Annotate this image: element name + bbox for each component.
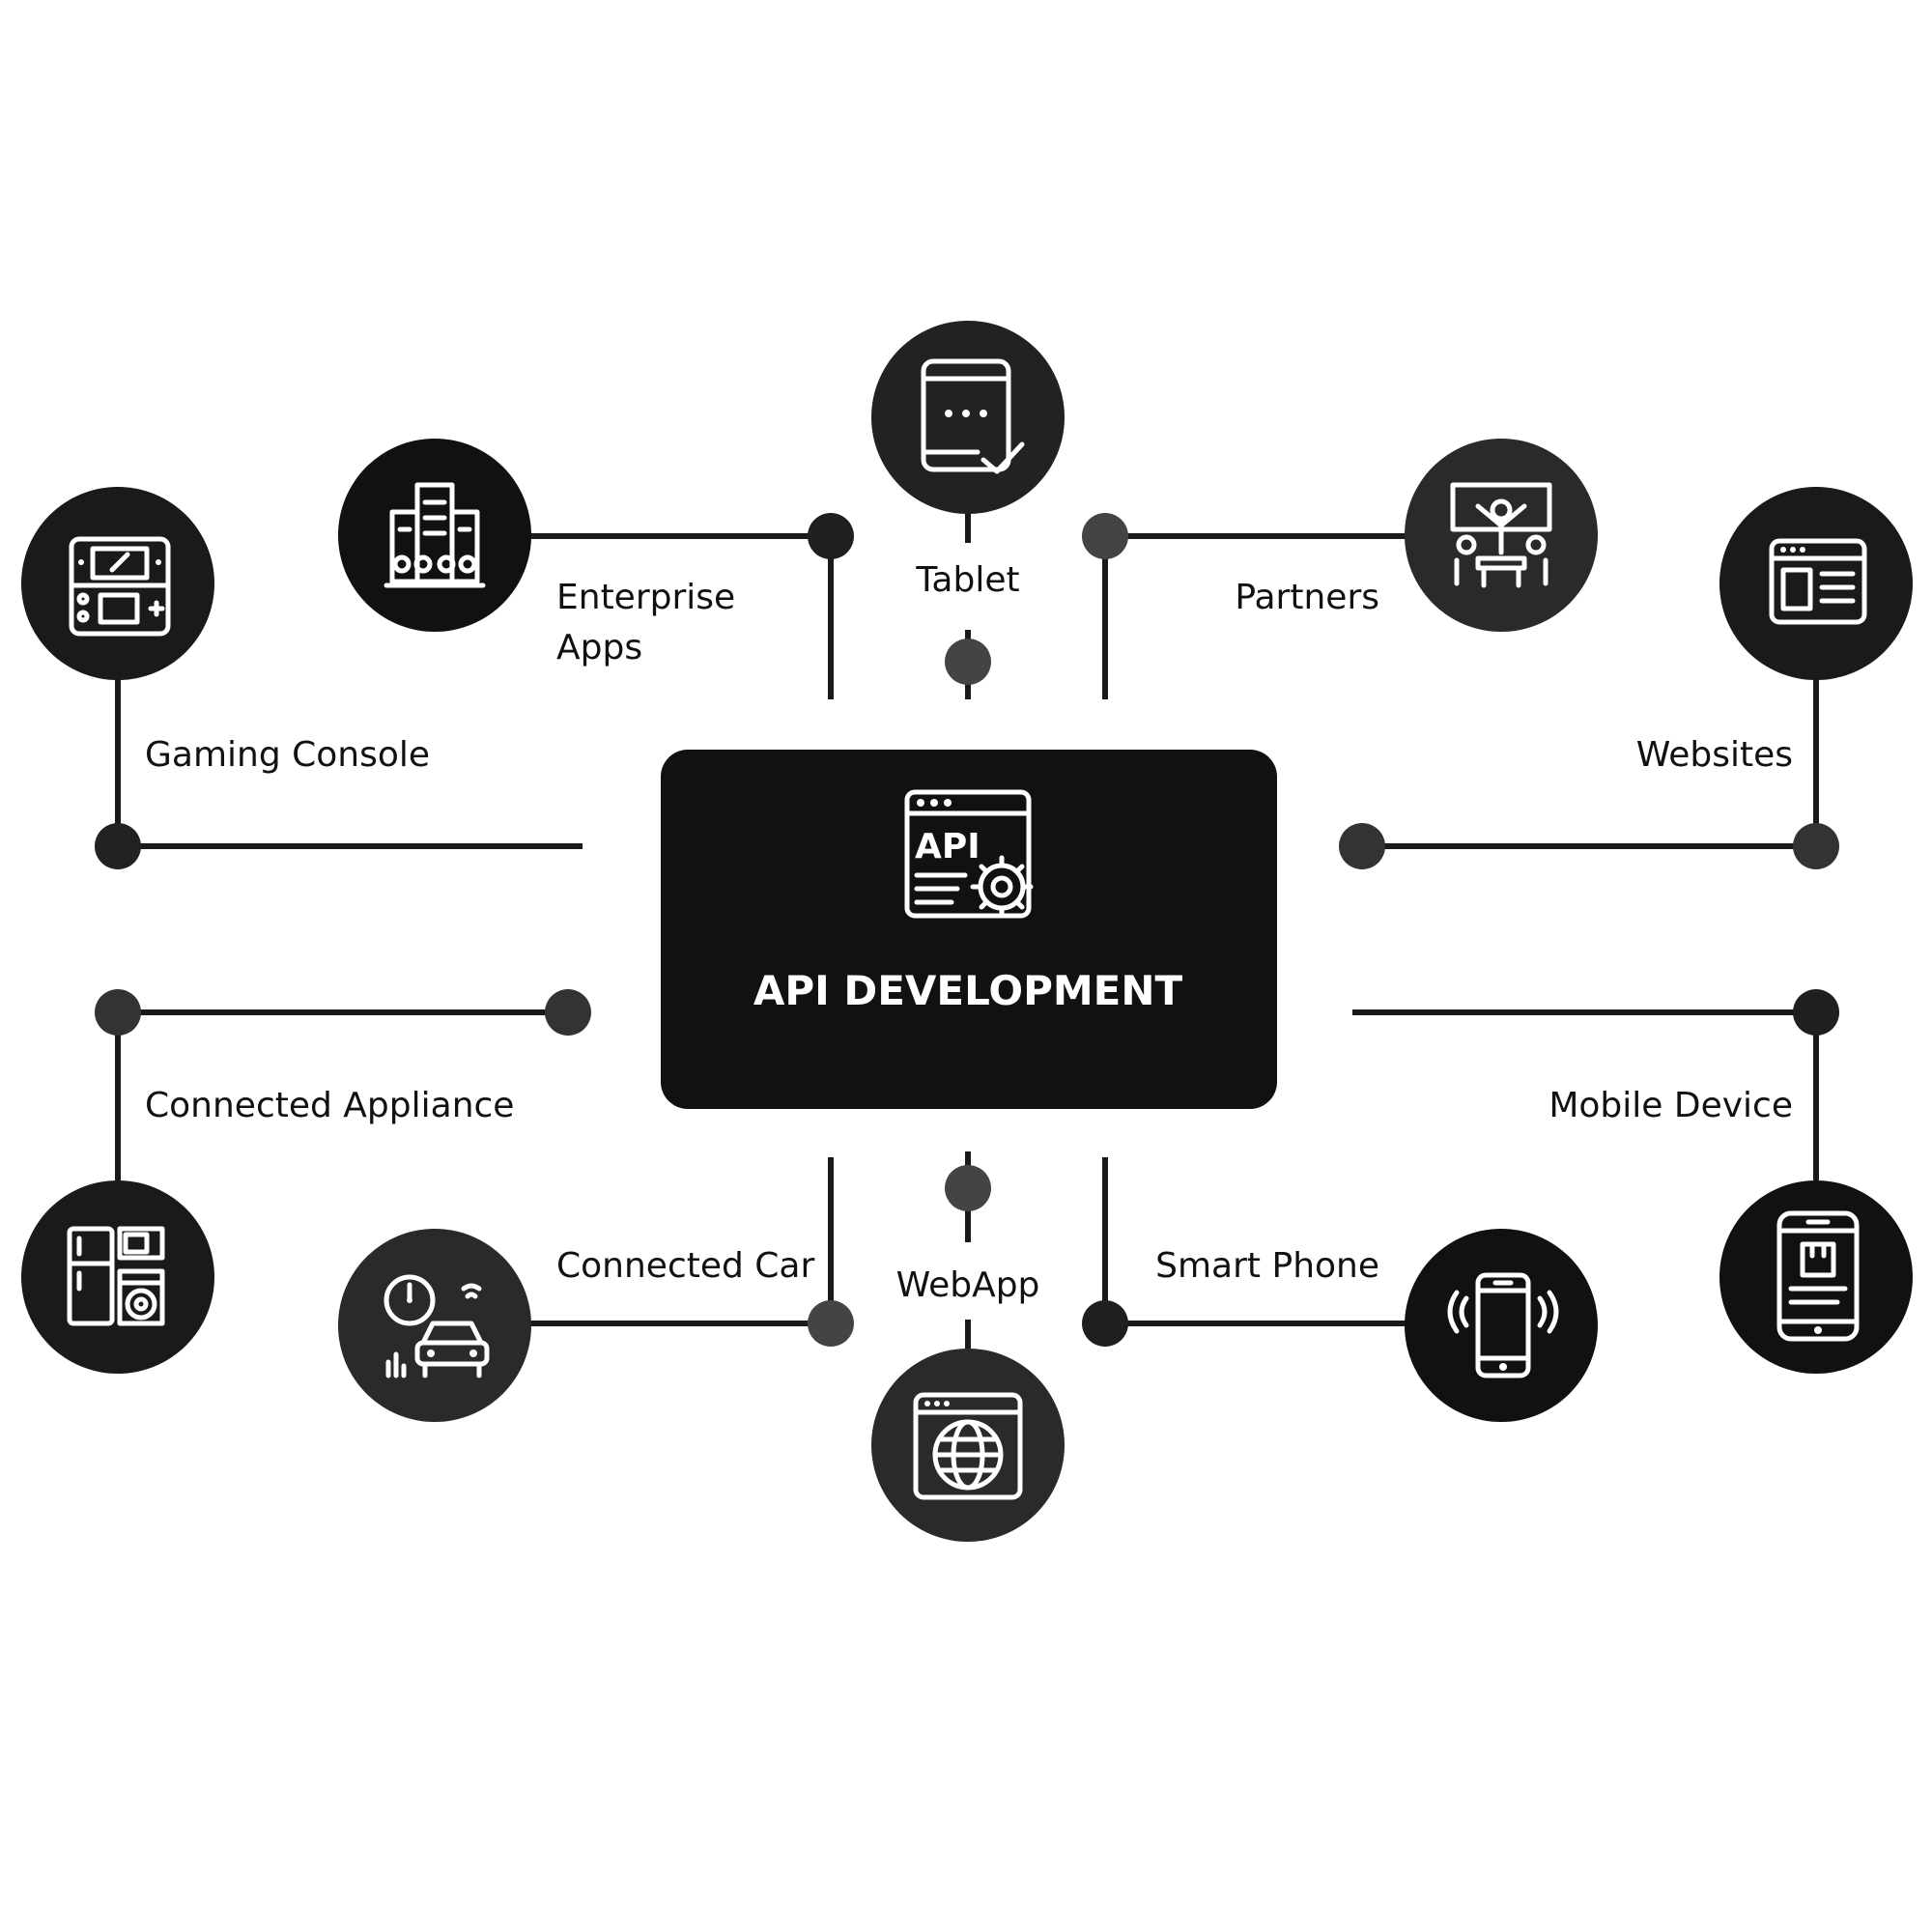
- tablet-check-icon: [921, 358, 1025, 474]
- appliances-icon: [67, 1226, 165, 1326]
- dot-tablet: [945, 639, 991, 685]
- node-webapp: WebApp: [871, 1265, 1065, 1542]
- dot-partners: [1082, 513, 1128, 559]
- node-smart-phone: Smart Phone: [1155, 1229, 1598, 1422]
- label-connected-car: Connected Car: [556, 1246, 814, 1286]
- connectors: [115, 510, 1819, 1349]
- node-websites-circle: [1719, 487, 1913, 680]
- node-connected-appliance: Connected Appliance: [21, 1086, 514, 1374]
- label-tablet: Tablet: [915, 560, 1019, 600]
- label-gaming-console: Gaming Console: [145, 735, 430, 775]
- dot-websites-inner: [1339, 823, 1385, 869]
- label-webapp: WebApp: [896, 1265, 1040, 1305]
- dot-phone: [1082, 1300, 1128, 1347]
- globe-browser-icon: [913, 1392, 1023, 1500]
- browser-window-icon: [1769, 538, 1867, 625]
- node-mobile-device: Mobile Device: [1548, 1086, 1913, 1374]
- hub: API API DEVELOPMENT: [661, 750, 1277, 1109]
- label-enterprise-line2: Apps: [556, 628, 642, 668]
- node-enterprise-apps: Enterprise Apps: [338, 439, 735, 668]
- dot-mobile: [1793, 989, 1839, 1036]
- svg-text:API: API: [915, 827, 980, 867]
- node-partners: Partners: [1235, 439, 1598, 632]
- node-gaming-console: Gaming Console: [21, 487, 430, 775]
- office-building-icon: [384, 482, 486, 588]
- hub-title: API DEVELOPMENT: [753, 967, 1183, 1014]
- node-tablet-circle: [871, 321, 1065, 514]
- node-webapp-circle: [871, 1349, 1065, 1542]
- meeting-partners-icon: [1450, 482, 1552, 588]
- dot-enterprise: [808, 513, 854, 559]
- dot-car: [808, 1300, 854, 1347]
- node-connected-car: Connected Car: [338, 1229, 814, 1422]
- handheld-console-icon: [69, 536, 171, 637]
- dot-gaming: [95, 823, 141, 869]
- label-connected-appliance: Connected Appliance: [145, 1086, 514, 1125]
- label-websites: Websites: [1636, 735, 1793, 775]
- connected-car-icon: [384, 1274, 490, 1378]
- node-websites: Websites: [1636, 487, 1913, 775]
- label-smart-phone: Smart Phone: [1155, 1246, 1379, 1286]
- mobile-device-icon: [1776, 1210, 1860, 1342]
- dot-websites-outer: [1793, 823, 1839, 869]
- dot-appliance-inner: [545, 989, 591, 1036]
- node-phone-circle: [1405, 1229, 1598, 1422]
- smartphone-vibrate-icon: [1447, 1272, 1559, 1378]
- dot-webapp: [945, 1165, 991, 1211]
- hub-box: [661, 750, 1277, 1109]
- node-tablet: Tablet: [871, 321, 1065, 600]
- dot-appliance-outer: [95, 989, 141, 1036]
- label-enterprise-line1: Enterprise: [556, 578, 735, 617]
- label-partners: Partners: [1235, 578, 1379, 617]
- junction-dots: [95, 513, 1839, 1347]
- label-mobile-device: Mobile Device: [1548, 1086, 1793, 1125]
- api-gear-icon: API: [904, 789, 1034, 919]
